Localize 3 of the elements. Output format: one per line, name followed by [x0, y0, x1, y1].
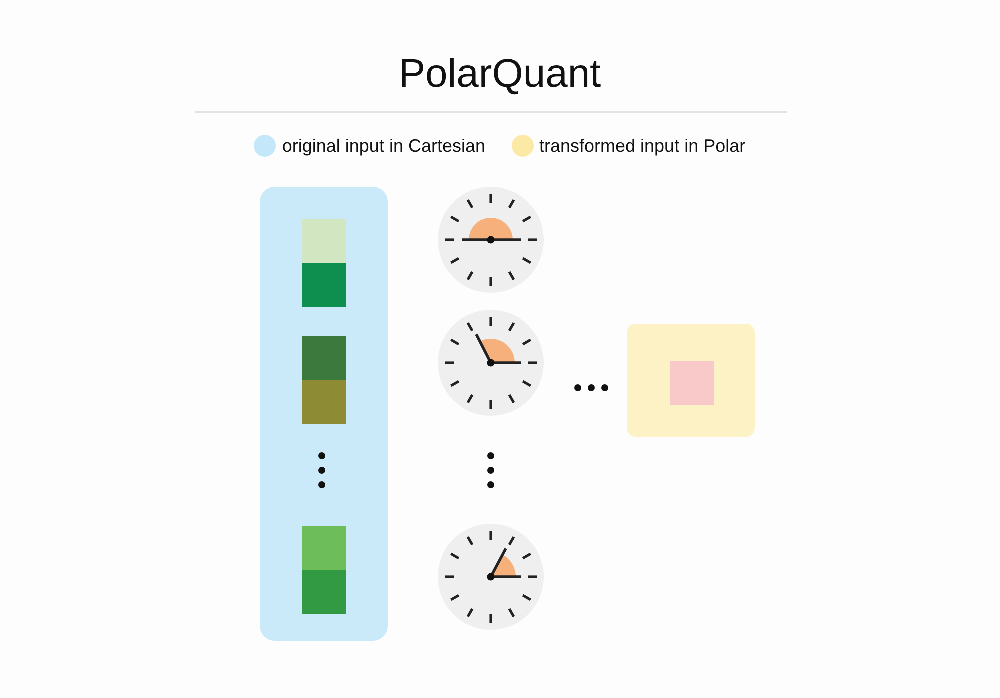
legend-text: original input in Cartesian: [282, 135, 486, 158]
title: PolarQuant: [398, 51, 602, 98]
legend-text: transformed input in Polar: [540, 135, 746, 158]
